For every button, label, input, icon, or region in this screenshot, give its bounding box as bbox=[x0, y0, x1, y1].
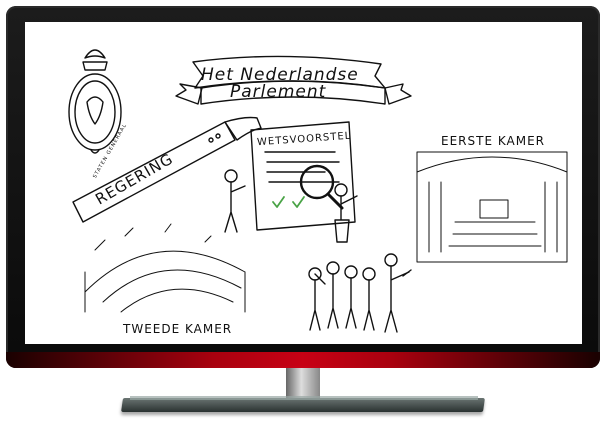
wetsvoorstel-document bbox=[250, 121, 356, 231]
title-banner bbox=[175, 55, 412, 105]
citizens-group bbox=[308, 253, 412, 333]
tweede-kamer-drawing bbox=[84, 223, 246, 313]
person-left bbox=[224, 169, 246, 233]
monitor-screen: Het Nederlandse Parlement STATEN GENERAA… bbox=[25, 22, 582, 344]
monitor-accent-strip bbox=[6, 352, 600, 368]
banner-title-line2: Parlement bbox=[230, 82, 327, 102]
monitor-stand bbox=[121, 398, 485, 412]
regering-arrow bbox=[72, 116, 262, 223]
staten-generaal-seal bbox=[68, 49, 122, 154]
banner-title-line1: Het Nederlandse bbox=[201, 65, 359, 85]
eerste-kamer-label: EERSTE KAMER bbox=[441, 134, 545, 148]
person-right bbox=[334, 183, 358, 243]
tweede-kamer-label: TWEEDE KAMER bbox=[123, 322, 233, 336]
whiteboard-illustration bbox=[68, 49, 568, 333]
monitor-stand-highlight bbox=[130, 396, 478, 400]
eerste-kamer-drawing bbox=[416, 151, 568, 263]
checkmarks bbox=[272, 196, 305, 208]
